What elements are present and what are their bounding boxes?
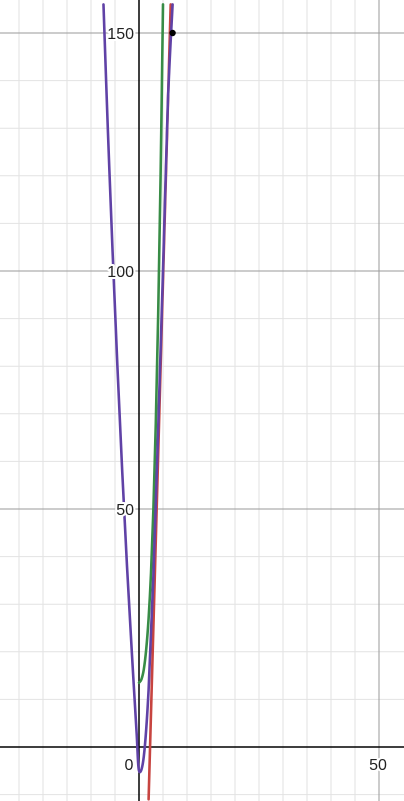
data-point-0[interactable] <box>169 29 176 37</box>
series-line-2[interactable] <box>102 3 174 774</box>
series-layer <box>102 3 174 801</box>
y-tick-label-150: 150 <box>107 26 134 43</box>
tick-labels: 0 50 50 100 150 <box>105 24 389 776</box>
y-tick-label-50: 50 <box>116 502 134 519</box>
series-line-1[interactable] <box>137 3 165 685</box>
x-tick-label-0: 0 <box>125 757 134 774</box>
x-tick-label-50: 50 <box>369 757 387 774</box>
points-layer <box>169 29 176 37</box>
y-tick-label-100: 100 <box>107 264 134 281</box>
